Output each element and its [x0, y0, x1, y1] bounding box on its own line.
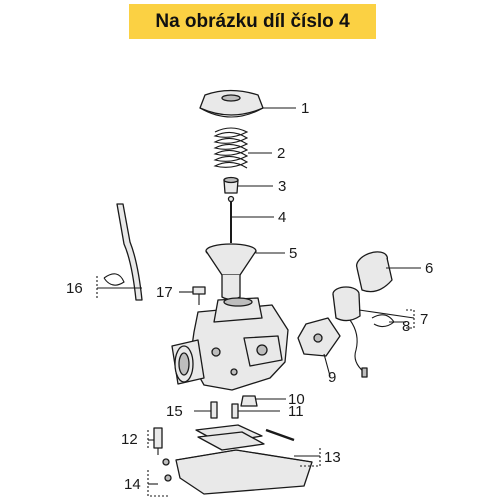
callout-15: 15	[166, 403, 183, 420]
part-13-float	[195, 424, 295, 451]
part-7-starter	[332, 286, 368, 378]
part-12-screw	[153, 427, 163, 455]
callout-14: 14	[124, 476, 141, 493]
part-11-jet	[231, 403, 239, 419]
callout-12: 12	[121, 431, 138, 448]
part-15-jet	[210, 401, 218, 419]
part-14-bowl	[162, 449, 313, 495]
part-17-screw	[192, 286, 206, 305]
callout-5: 5	[289, 245, 297, 262]
part-16-hose	[103, 203, 143, 301]
header-banner: Na obrázku díl číslo 4	[129, 4, 376, 39]
callout-7: 7	[420, 311, 428, 328]
callout-2: 2	[277, 145, 285, 162]
callout-4: 4	[278, 209, 286, 226]
part-5-slide	[205, 243, 257, 301]
callout-17: 17	[156, 284, 173, 301]
part-8-clip	[371, 314, 395, 328]
part-3-retainer	[223, 176, 239, 194]
callout-11: 11	[288, 403, 304, 420]
callout-9: 9	[328, 369, 336, 386]
part-4-needle	[227, 195, 235, 243]
group-brackets	[96, 276, 415, 497]
part-1-cap	[199, 89, 264, 118]
callout-3: 3	[278, 178, 286, 195]
callout-6: 6	[425, 260, 433, 277]
part-2-spring	[213, 127, 249, 169]
callout-10: 10	[288, 391, 305, 408]
header-title: Na obrázku díl číslo 4	[155, 10, 350, 32]
callout-numbers: 1 2 3 4 5 6 7 8 9 10 11 15 12 13 14 16 1…	[66, 100, 433, 493]
leader-lines	[97, 107, 421, 485]
part-9-bracket	[297, 317, 341, 357]
callout-16: 16	[66, 280, 83, 297]
callout-13: 13	[324, 449, 341, 466]
part-10-nut	[240, 395, 258, 407]
part-6-sleeve	[356, 251, 393, 293]
callout-1: 1	[301, 100, 309, 117]
callout-8: 8	[402, 318, 410, 335]
carburetor-body	[171, 297, 289, 391]
